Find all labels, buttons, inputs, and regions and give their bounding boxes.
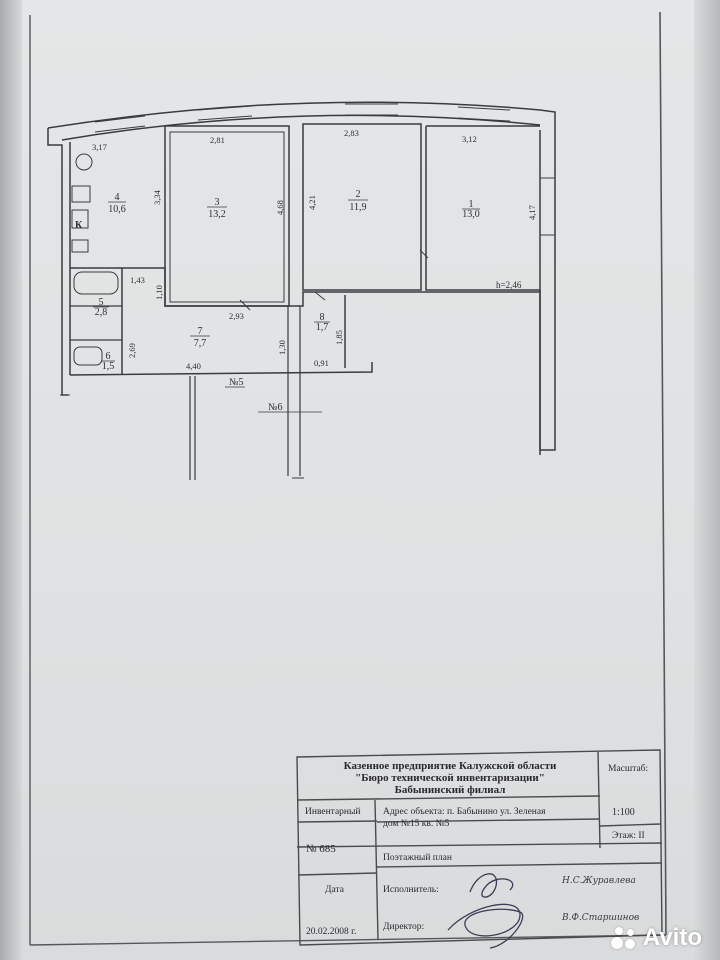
avito-logo-icon (610, 925, 637, 951)
room-4-area: 10,6 (108, 204, 126, 215)
room-1-area: 13,0 (462, 209, 480, 220)
stamp-org-line3: Бабынинский филиал (395, 784, 506, 796)
plan-walls (47, 101, 556, 480)
ceiling-height: h=2,46 (496, 280, 522, 290)
stamp-address-line2: дом №15 кв. №5 (383, 819, 450, 829)
stamp-inventory-number: № 685 (306, 843, 336, 855)
neighbor-label-6: №6 (268, 402, 283, 413)
stamp-date-value: 20.02.2008 г. (306, 927, 356, 937)
dim-room2-depth: 4,21 (307, 195, 317, 210)
frame-right-line (659, 11, 667, 936)
page-edge-right (694, 0, 720, 960)
stamp-executor-name: Н.С.Журавлева (561, 876, 636, 886)
page-edge-left (0, 0, 22, 960)
dim-hall-5: 1,30 (277, 340, 287, 355)
stamp-date-label: Дата (325, 885, 345, 895)
avito-watermark-text: Avito (642, 924, 702, 951)
room-1-number: 1 (469, 199, 474, 210)
dim-hall-4: 2,69 (127, 343, 137, 358)
dim-hall-2: 1,10 (154, 285, 164, 300)
handwritten-signatures (447, 873, 524, 949)
stamp-scale-label: Масштаб: (608, 763, 648, 774)
room-6-number: 6 (106, 351, 111, 362)
room-5-number: 5 (99, 297, 104, 308)
dim-room3-depth: 4,68 (275, 200, 285, 215)
stamp-director-label: Директор: (383, 922, 424, 932)
dim-room1-depth: 4,17 (527, 205, 537, 220)
dim-room2-width: 2,83 (344, 128, 359, 138)
room-5-area: 2,8 (95, 307, 108, 318)
stamp-floor-label: Этаж: II (612, 831, 645, 841)
dim-kitchen-width: 3,17 (92, 142, 107, 152)
kitchen-marker: К (75, 220, 83, 231)
room-7-number: 7 (198, 326, 203, 337)
stamp-frame (296, 749, 663, 946)
stamp-executor-label: Исполнитель: (383, 885, 439, 895)
dim-storage-depth: 1,85 (334, 330, 344, 345)
stamp-doc-type: Поэтажный план (383, 852, 452, 863)
dim-storage-width: 0,91 (314, 358, 329, 368)
dim-room1-width: 3,12 (462, 134, 477, 144)
neighbor-label-5: №5 (229, 377, 244, 388)
dim-hall-3: 2,93 (229, 311, 244, 321)
room-4-number: 4 (115, 192, 120, 203)
stamp-org-line1: Казенное предприятие Калужской области (344, 760, 557, 772)
room-2-number: 2 (356, 189, 361, 200)
room-7-area: 7,7 (194, 338, 207, 349)
room-8-number: 8 (320, 312, 325, 323)
stamp-org-line2: "Бюро технической инвентаризации" (355, 772, 545, 784)
dim-hall-1: 1,43 (130, 275, 145, 285)
stamp-scale-value: 1:100 (612, 807, 635, 818)
room-2-area: 11,9 (349, 202, 366, 213)
stamp-address-line1: Адрес объекта: п. Бабынино ул. Зеленая (383, 806, 546, 817)
frame-bottom-line (29, 934, 667, 946)
room-6-area: 1,5 (102, 361, 115, 372)
room-3-number: 3 (215, 197, 220, 208)
stamp-director-name: В.Ф.Старшинов (561, 913, 639, 923)
dim-room3-width: 2,81 (210, 135, 225, 145)
dim-kitchen-depth: 3,34 (152, 189, 162, 205)
avito-watermark: Avito (610, 924, 702, 952)
dim-corridor-length: 4,40 (186, 361, 201, 371)
stamp-inventory-label: Инвентарный (305, 806, 360, 817)
room-3-area: 13,2 (208, 209, 226, 220)
room-8-area: 1,7 (316, 322, 329, 333)
